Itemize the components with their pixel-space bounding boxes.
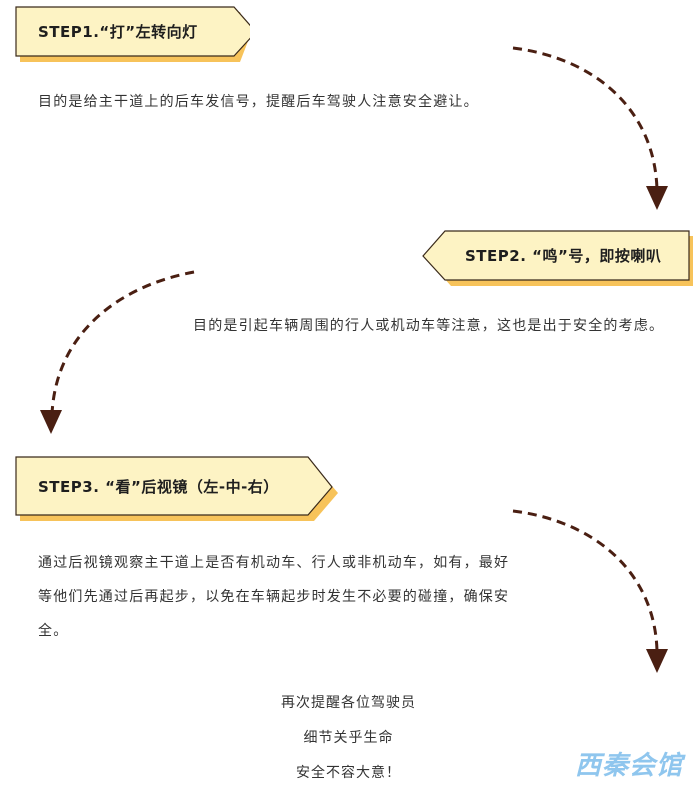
closing-line-1: 再次提醒各位驾驶员: [281, 695, 416, 711]
step3-banner-shape: [15, 456, 338, 521]
step2-title: STEP2. “鸣”号，即按喇叭: [465, 247, 662, 265]
step3-banner: STEP3. “看”后视镜（左-中-右）: [14, 455, 338, 523]
step2-banner: STEP2. “鸣”号，即按喇叭: [421, 230, 693, 286]
step3-title: STEP3. “看”后视镜（左-中-右）: [38, 478, 279, 496]
step2-banner-shape: [422, 230, 693, 286]
closing-message: 再次提醒各位驾驶员 细节关乎生命 安全不容大意！: [0, 686, 697, 791]
curved-arrow-icon: [512, 509, 668, 673]
closing-line-3: 安全不容大意！: [296, 765, 401, 781]
curved-arrow-icon: [512, 46, 668, 210]
step2-description: 目的是引起车辆周围的行人或机动车等注意，这也是出于安全的考虑。: [193, 318, 665, 334]
curved-arrow-icon: [40, 270, 195, 434]
step1-banner: STEP1.“打”左转向灯: [14, 6, 250, 62]
step1-title: STEP1.“打”左转向灯: [38, 23, 198, 41]
step3-description: 通过后视镜观察主干道上是否有机动车、行人或非机动车，如有，最好等他们先通过后再起…: [38, 555, 510, 639]
watermark-logo: 西秦会馆: [574, 751, 683, 781]
step1-description: 目的是给主干道上的后车发信号，提醒后车驾驶人注意安全避让。: [38, 94, 479, 110]
closing-line-2: 细节关乎生命: [303, 730, 394, 746]
step1-banner-shape: [15, 6, 250, 62]
